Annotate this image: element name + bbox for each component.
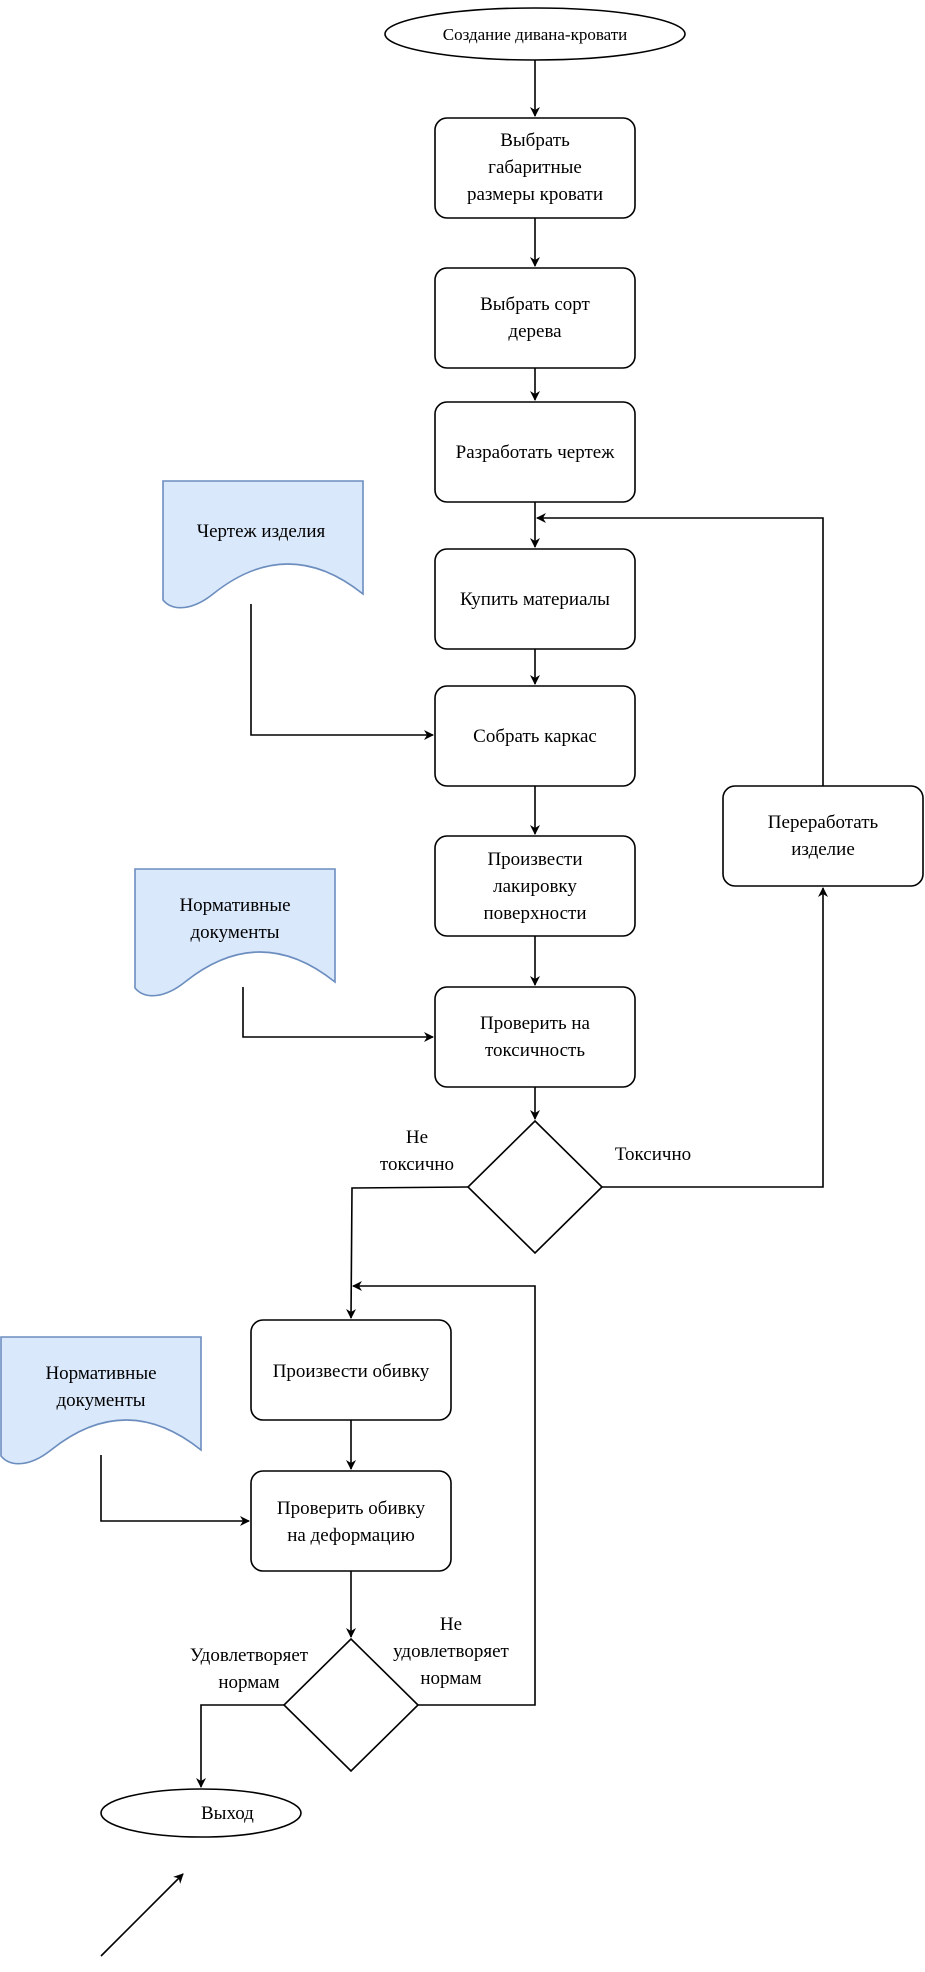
connector-norms-1 xyxy=(242,987,434,1042)
step-label-choose-wood-line: дерева xyxy=(508,321,562,342)
branch-label-not-toxic: Не токсично xyxy=(380,1127,454,1175)
step-label-choose-wood-line: Выбрать сорт xyxy=(480,294,590,315)
step-label-assemble-frame-line: Собрать каркас xyxy=(473,726,597,747)
step-label-choose-size-line: Выбрать xyxy=(500,130,570,151)
step-label-rework: Переработать изделие xyxy=(768,812,879,860)
branch-label-meets-line: нормам xyxy=(218,1672,279,1693)
step-check-toxicity xyxy=(434,986,636,1088)
step-label-lacquer-line: лакировку xyxy=(493,876,577,897)
step-label-develop-drawing: Разработать чертеж xyxy=(456,442,616,463)
connector-rework-loop xyxy=(536,513,824,786)
step-label-check-deformation-line: Проверить обивку xyxy=(277,1498,426,1519)
step-label-buy-materials: Купить материалы xyxy=(460,589,610,610)
decision-norms xyxy=(282,1637,420,1773)
step-label-buy-materials-line: Купить материалы xyxy=(460,589,610,610)
step-label-upholstery-line: Произвести обивку xyxy=(273,1361,430,1382)
branch-label-meets: Удовлетворяет нормам xyxy=(190,1645,309,1693)
step-label-rework-line: изделие xyxy=(791,839,855,860)
branch-label-meets-line: Удовлетворяет xyxy=(190,1645,309,1666)
step-label-choose-size-line: размеры кровати xyxy=(467,184,603,205)
step-label-choose-size-line: габаритные xyxy=(488,157,582,178)
end-label: Выход xyxy=(201,1803,254,1824)
step-label-develop-drawing-line: Разработать чертеж xyxy=(456,442,616,463)
step-label-upholstery: Произвести обивку xyxy=(273,1361,430,1382)
step-label-lacquer-line: Произвести xyxy=(487,849,582,870)
branch-label-not-meets-line: удовлетворяет xyxy=(393,1641,509,1662)
step-rework xyxy=(722,785,924,887)
step-label-rework-line: Переработать xyxy=(768,812,879,833)
connector-meets xyxy=(196,1704,284,1788)
start-label: Создание дивана-кровати xyxy=(443,25,628,44)
decision-toxicity xyxy=(466,1119,604,1255)
step-label-check-deformation: Проверить обивку на деформацию xyxy=(277,1498,426,1546)
connector-drawing xyxy=(250,604,434,740)
connector-not-meets xyxy=(352,1281,536,1706)
document-label-norms-1-line: Нормативные xyxy=(179,895,290,916)
step-label-check-toxicity-line: токсичность xyxy=(485,1040,585,1061)
step-label-check-deformation-line: на деформацию xyxy=(287,1525,415,1546)
step-check-deformation xyxy=(250,1470,452,1572)
connector-toxic xyxy=(602,887,828,1188)
branch-label-not-meets-line: Не xyxy=(440,1614,462,1635)
connector-norms-2 xyxy=(100,1455,250,1526)
branch-label-not-meets-line: нормам xyxy=(420,1668,481,1689)
document-label-norms-1-line: документы xyxy=(190,922,279,943)
document-norms-2 xyxy=(0,1336,202,1465)
document-drawing xyxy=(162,480,364,609)
branch-label-toxic: Токсично xyxy=(615,1144,691,1165)
branch-label-toxic-line: Токсично xyxy=(615,1144,691,1165)
step-label-check-toxicity: Проверить на токсичность xyxy=(480,1013,591,1061)
document-label-norms-1: Нормативные документы xyxy=(179,895,290,943)
branch-label-not-meets: Не удовлетворяет нормам xyxy=(393,1614,509,1689)
branch-label-not-toxic-line: Не xyxy=(406,1127,428,1148)
step-label-assemble-frame: Собрать каркас xyxy=(473,726,597,747)
step-choose-wood xyxy=(434,267,636,369)
document-label-norms-2: Нормативные документы xyxy=(45,1363,156,1411)
document-label-drawing: Чертеж изделия xyxy=(197,521,326,542)
branch-label-not-toxic-line: токсично xyxy=(380,1154,454,1175)
document-norms-1 xyxy=(134,868,336,997)
stray-arrow xyxy=(100,1873,184,1957)
step-label-choose-size: Выбрать габаритные размеры кровати xyxy=(467,130,603,205)
step-label-lacquer: Произвести лакировку поверхности xyxy=(483,849,586,924)
document-label-drawing-line: Чертеж изделия xyxy=(197,521,326,542)
connector-not-toxic xyxy=(346,1186,469,1319)
step-label-choose-wood: Выбрать сорт дерева xyxy=(480,294,590,342)
step-label-lacquer-line: поверхности xyxy=(483,903,586,924)
step-label-check-toxicity-line: Проверить на xyxy=(480,1013,591,1034)
document-label-norms-2-line: Нормативные xyxy=(45,1363,156,1384)
document-label-norms-2-line: документы xyxy=(56,1390,145,1411)
end-terminal xyxy=(100,1788,302,1838)
